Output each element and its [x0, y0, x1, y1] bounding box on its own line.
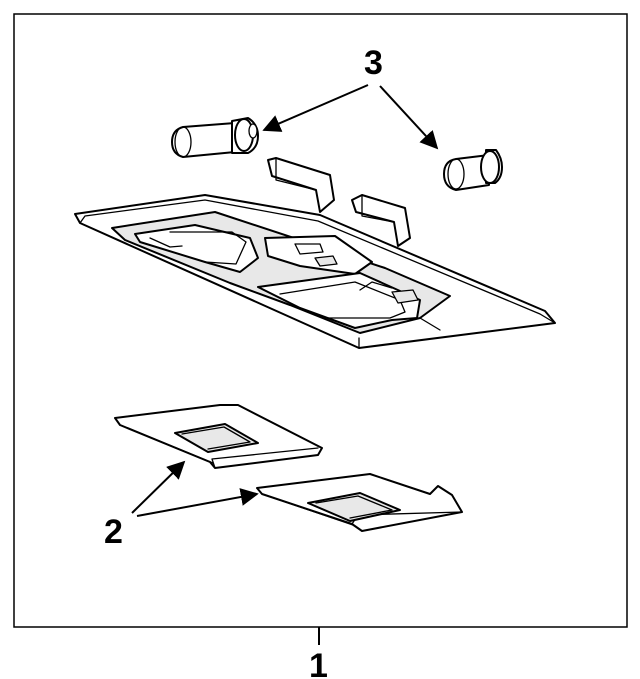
bulb-left — [171, 117, 259, 158]
lens-right — [256, 473, 463, 532]
lamp-housing — [74, 157, 556, 349]
callout-3-label: 3 — [364, 44, 383, 82]
callout-1-label: 1 — [309, 647, 328, 679]
callout-2-label: 2 — [104, 513, 123, 551]
bulb-right — [443, 149, 503, 191]
lens-leader-lines — [131, 460, 259, 517]
bulb-leader-lines — [262, 84, 439, 150]
lens-left — [114, 404, 323, 469]
diagram-frame — [13, 13, 628, 628]
